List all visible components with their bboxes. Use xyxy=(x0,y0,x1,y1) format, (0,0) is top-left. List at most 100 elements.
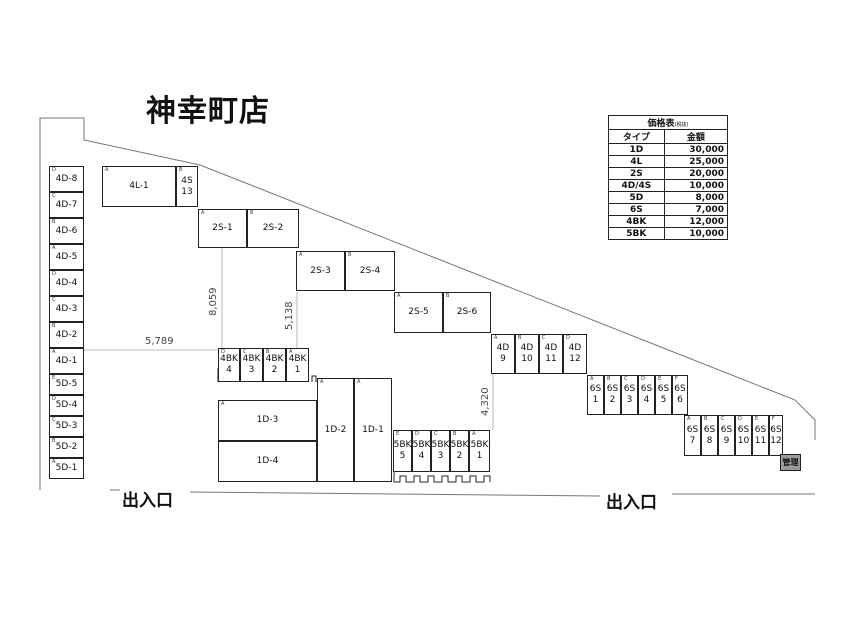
unit-label: 6S 3 xyxy=(623,384,636,405)
unit-label: 5D-2 xyxy=(55,442,78,452)
unit-position-letter: B xyxy=(453,431,457,437)
unit-label: 2S-6 xyxy=(456,307,478,317)
unit-position-letter: B xyxy=(446,293,450,299)
storage-unit: C 6S 9 xyxy=(718,415,735,456)
unit-label: 6S 9 xyxy=(720,424,733,446)
unit-label: 1D-2 xyxy=(324,424,347,435)
unit-position-letter: B xyxy=(607,376,611,382)
storage-unit: B 6S 8 xyxy=(701,415,718,456)
unit-position-letter: A xyxy=(494,335,498,341)
unit-label: 5D-4 xyxy=(55,400,78,410)
unit-position-letter: B xyxy=(704,416,708,422)
unit-position-letter: A xyxy=(357,379,361,385)
unit-position-letter: C xyxy=(721,416,725,422)
unit-position-letter: B xyxy=(52,219,56,225)
unit-label: 6S 7 xyxy=(686,424,699,446)
storage-unit: A 5BK 1 xyxy=(469,430,490,472)
unit-position-letter: A xyxy=(52,349,56,355)
unit-position-letter: A xyxy=(472,431,476,437)
unit-label: 6S 8 xyxy=(703,424,716,446)
unit-label: 4S 13 xyxy=(181,175,193,197)
entrance-label-left: 出入口 xyxy=(122,491,173,511)
storage-unit: B 2S-6 xyxy=(443,292,491,333)
unit-position-letter: A xyxy=(52,245,56,251)
unit-label: 4D-5 xyxy=(55,251,78,262)
unit-position-letter: C xyxy=(624,376,628,382)
unit-position-letter: E xyxy=(755,416,759,422)
unit-position-letter: D xyxy=(415,431,419,437)
unit-position-letter: B xyxy=(52,438,56,444)
unit-position-letter: B xyxy=(179,167,183,173)
unit-label: 1D-4 xyxy=(256,456,279,466)
unit-position-letter: A xyxy=(52,459,56,465)
storage-unit: A 1D-2 xyxy=(317,378,354,482)
unit-position-letter: A xyxy=(289,349,293,355)
unit-position-letter: A xyxy=(397,293,401,299)
unit-position-letter: C xyxy=(434,431,438,437)
unit-position-letter: E xyxy=(52,375,56,381)
unit-label: 4BK 3 xyxy=(242,354,261,375)
storage-unit: E 6S 11 xyxy=(752,415,769,456)
unit-label: 6S 11 xyxy=(754,424,767,446)
unit-label: 4D-2 xyxy=(55,329,78,340)
unit-label: 4BK 1 xyxy=(288,354,307,375)
unit-position-letter: E xyxy=(658,376,662,382)
unit-position-letter: C xyxy=(52,193,56,199)
unit-label: 6S 10 xyxy=(737,424,750,446)
unit-position-letter: A xyxy=(590,376,594,382)
unit-label: 4D 10 xyxy=(520,343,534,364)
unit-label: 1D-3 xyxy=(256,415,279,425)
unit-position-letter: A xyxy=(320,379,324,385)
unit-label: 6S 5 xyxy=(657,384,670,405)
unit-label: 4D 11 xyxy=(544,343,558,364)
storage-unit: B 2S-2 xyxy=(247,209,299,248)
unit-label: 4D-1 xyxy=(55,355,78,366)
unit-label: 5BK 1 xyxy=(470,440,489,461)
unit-position-letter: C xyxy=(52,417,56,423)
unit-label: 6S 2 xyxy=(606,384,619,405)
unit-position-letter: D xyxy=(566,335,570,341)
unit-label: 5D-5 xyxy=(55,379,78,389)
storage-unit: B 4S 13 xyxy=(176,166,198,207)
unit-position-letter: F xyxy=(772,416,775,422)
dimension-label: 4,320 xyxy=(480,387,491,416)
price-table-header: 金額 xyxy=(663,129,729,144)
unit-position-letter: D xyxy=(221,349,225,355)
unit-position-letter: E xyxy=(396,431,400,437)
unit-label: 2S-2 xyxy=(262,223,284,233)
price-table-header: タイプ xyxy=(608,129,665,144)
unit-label: 2S-4 xyxy=(359,265,381,276)
unit-position-letter: D xyxy=(52,271,56,277)
unit-position-letter: C xyxy=(243,349,247,355)
unit-label: 4L-1 xyxy=(129,181,149,191)
unit-position-letter: D xyxy=(52,396,56,402)
unit-position-letter: B xyxy=(250,210,254,216)
unit-label: 5BK 3 xyxy=(431,440,450,461)
unit-label: 2S-5 xyxy=(408,307,429,317)
